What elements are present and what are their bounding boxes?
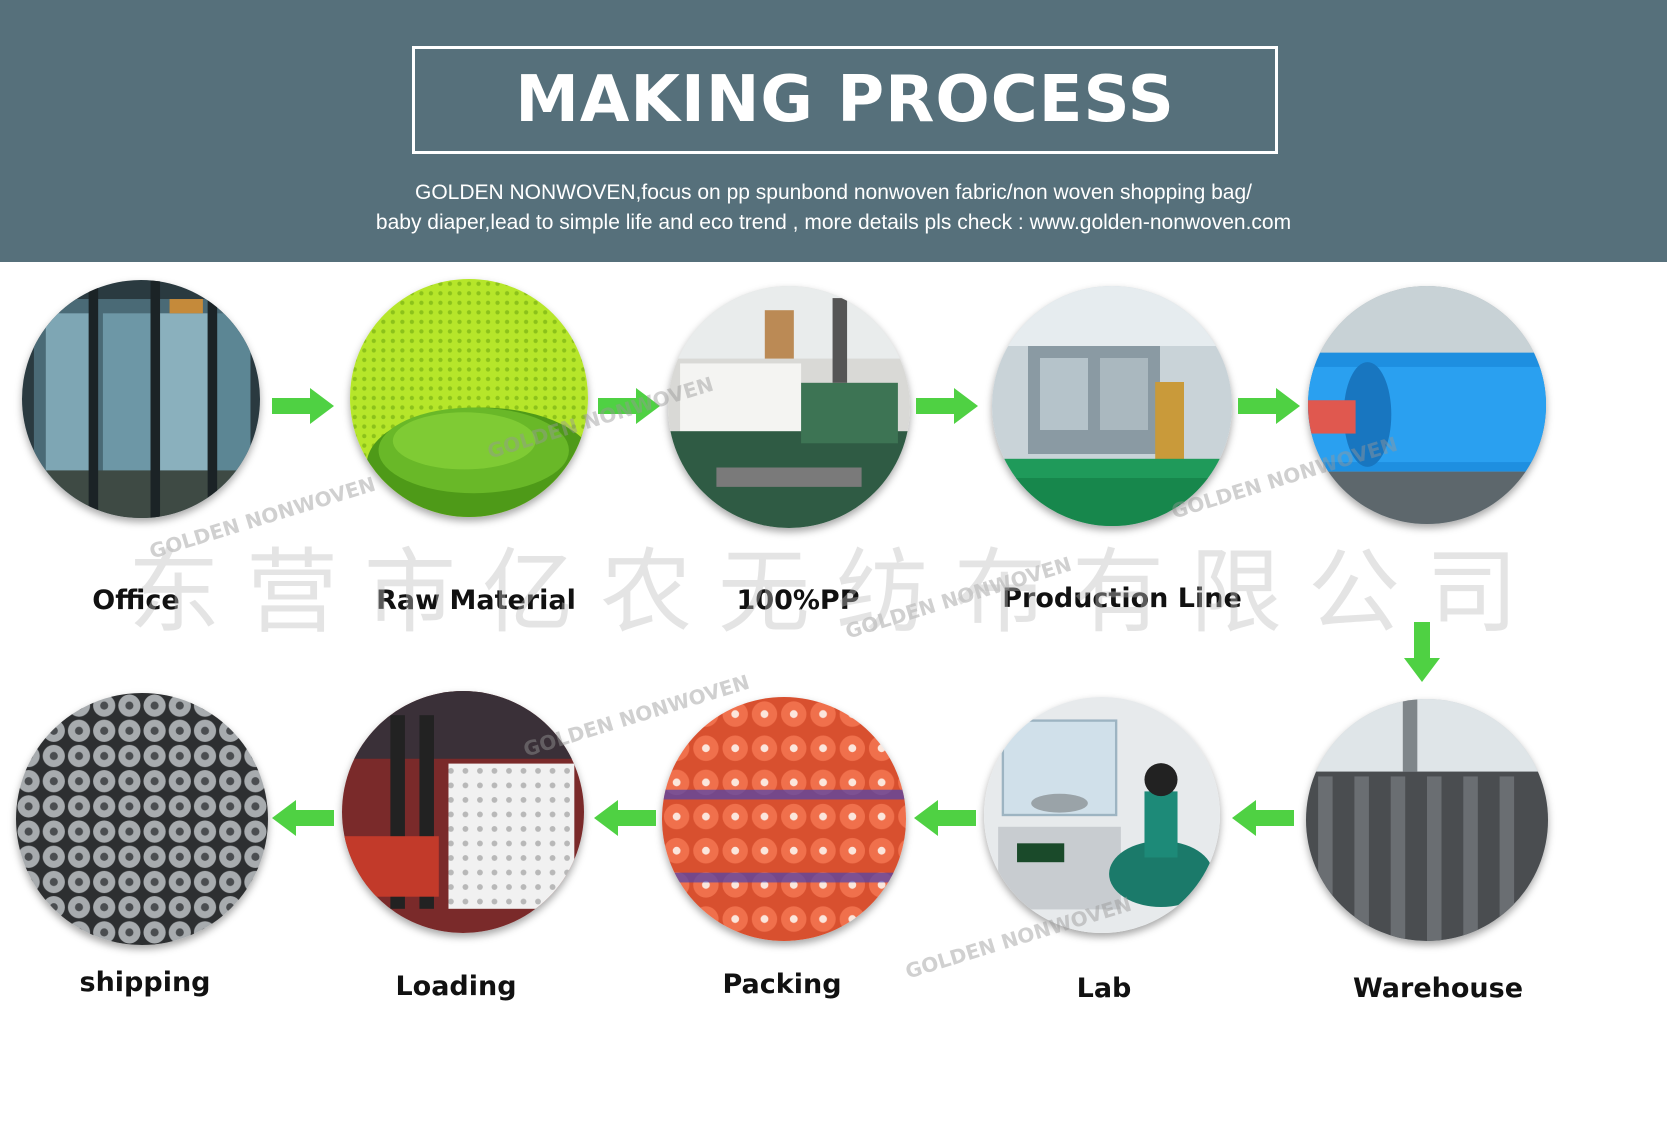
- blue-roll-photo: [1308, 286, 1546, 524]
- step-label-loading: Loading: [395, 971, 517, 1002]
- loading-photo: [342, 691, 584, 933]
- title-frame: MAKING PROCESS: [412, 46, 1278, 154]
- step-label-raw-material: Raw Material: [376, 585, 576, 616]
- page-title: MAKING PROCESS: [515, 63, 1175, 137]
- gray-rolls-photo: [16, 693, 268, 945]
- orange-rolls-photo: [662, 697, 906, 941]
- arrow-left-icon: [272, 800, 334, 836]
- green-pellets-photo: [350, 279, 588, 517]
- step-label-production-line: Production Line: [1002, 583, 1242, 614]
- arrow-down-icon: [1404, 622, 1440, 682]
- subtitle-line-1: GOLDEN NONWOVEN,focus on pp spunbond non…: [415, 181, 1252, 204]
- step-label-100pp: 100%PP: [736, 585, 860, 616]
- header-banner: MAKING PROCESS GOLDEN NONWOVEN,focus on …: [0, 0, 1667, 262]
- step-label-warehouse: Warehouse: [1352, 973, 1524, 1004]
- step-label-lab: Lab: [1076, 973, 1132, 1004]
- arrow-left-icon: [914, 800, 976, 836]
- arrow-right-icon: [272, 388, 334, 424]
- arrow-right-icon: [598, 388, 660, 424]
- factory-line-photo: [992, 286, 1232, 526]
- warehouse-photo: [1306, 699, 1548, 941]
- arrow-right-icon: [1238, 388, 1300, 424]
- subtitle-line-2: baby diaper,lead to simple life and eco …: [375, 211, 1292, 234]
- brand-watermark: GOLDEN NONWOVEN: [902, 891, 1135, 984]
- step-label-office: Office: [92, 585, 180, 616]
- bag-machine-photo: [668, 286, 910, 528]
- arrow-left-icon: [594, 800, 656, 836]
- step-label-packing: Packing: [722, 969, 842, 1000]
- arrow-right-icon: [916, 388, 978, 424]
- lab-scale-photo: [984, 697, 1220, 933]
- step-label-shipping: shipping: [79, 967, 211, 998]
- arrow-left-icon: [1232, 800, 1294, 836]
- office-photo: [22, 280, 260, 518]
